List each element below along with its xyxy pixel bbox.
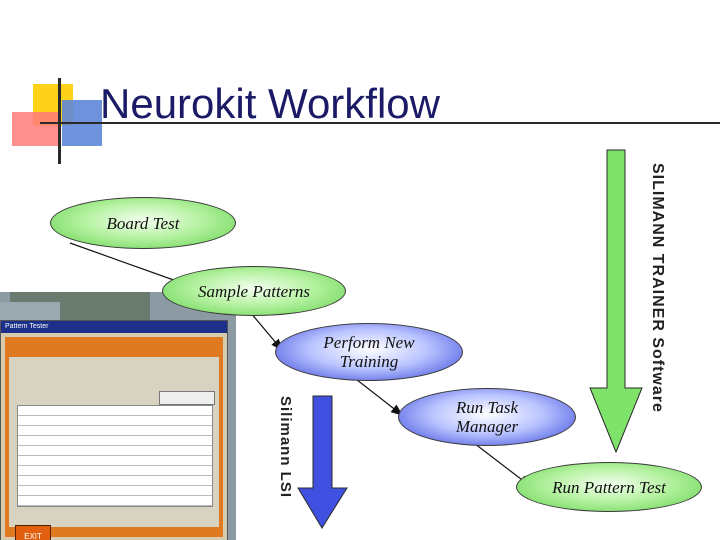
step-run-pattern-test: Run Pattern Test [516, 462, 702, 512]
silimann-lsi-label: Silimann LSI [277, 396, 294, 499]
step-sample-patterns-label: Sample Patterns [198, 281, 310, 301]
step-run-task-manager-label-1: Run Task [455, 398, 519, 417]
trainer-software-label: SILIMANN TRAINER Software [649, 163, 666, 413]
silimann-arrow [297, 395, 348, 529]
software-screenshot: Pattern Tester EXIT [0, 292, 236, 540]
step-run-task-manager-label-2: Manager [455, 417, 519, 436]
step-perform-training: Perform New Training [275, 323, 463, 381]
step-perform-training-label-1: Perform New [323, 333, 415, 352]
title-horizontal-rule [40, 122, 720, 124]
step-board-test-label: Board Test [106, 213, 180, 233]
connector-training-to-taskmgr [351, 375, 403, 416]
load-net-file-button [159, 391, 215, 405]
software-window-title: Pattern Tester [1, 321, 227, 333]
step-board-test: Board Test [50, 197, 236, 249]
step-run-task-manager: Run Task Manager [398, 388, 576, 446]
title-vertical-rule [58, 78, 61, 164]
software-window-body: EXIT [5, 337, 223, 540]
step-perform-training-label-2: Training [339, 352, 399, 371]
page-title: Neurokit Workflow [100, 80, 440, 127]
trainer-software-arrow [589, 149, 643, 454]
signal-comparison-table [17, 405, 213, 507]
step-run-pattern-test-label: Run Pattern Test [552, 477, 666, 497]
step-sample-patterns: Sample Patterns [162, 266, 346, 316]
title-decoration-red [12, 112, 58, 146]
software-panel [9, 357, 219, 527]
exit-button: EXIT [15, 525, 51, 540]
software-window: Pattern Tester EXIT [0, 320, 228, 540]
